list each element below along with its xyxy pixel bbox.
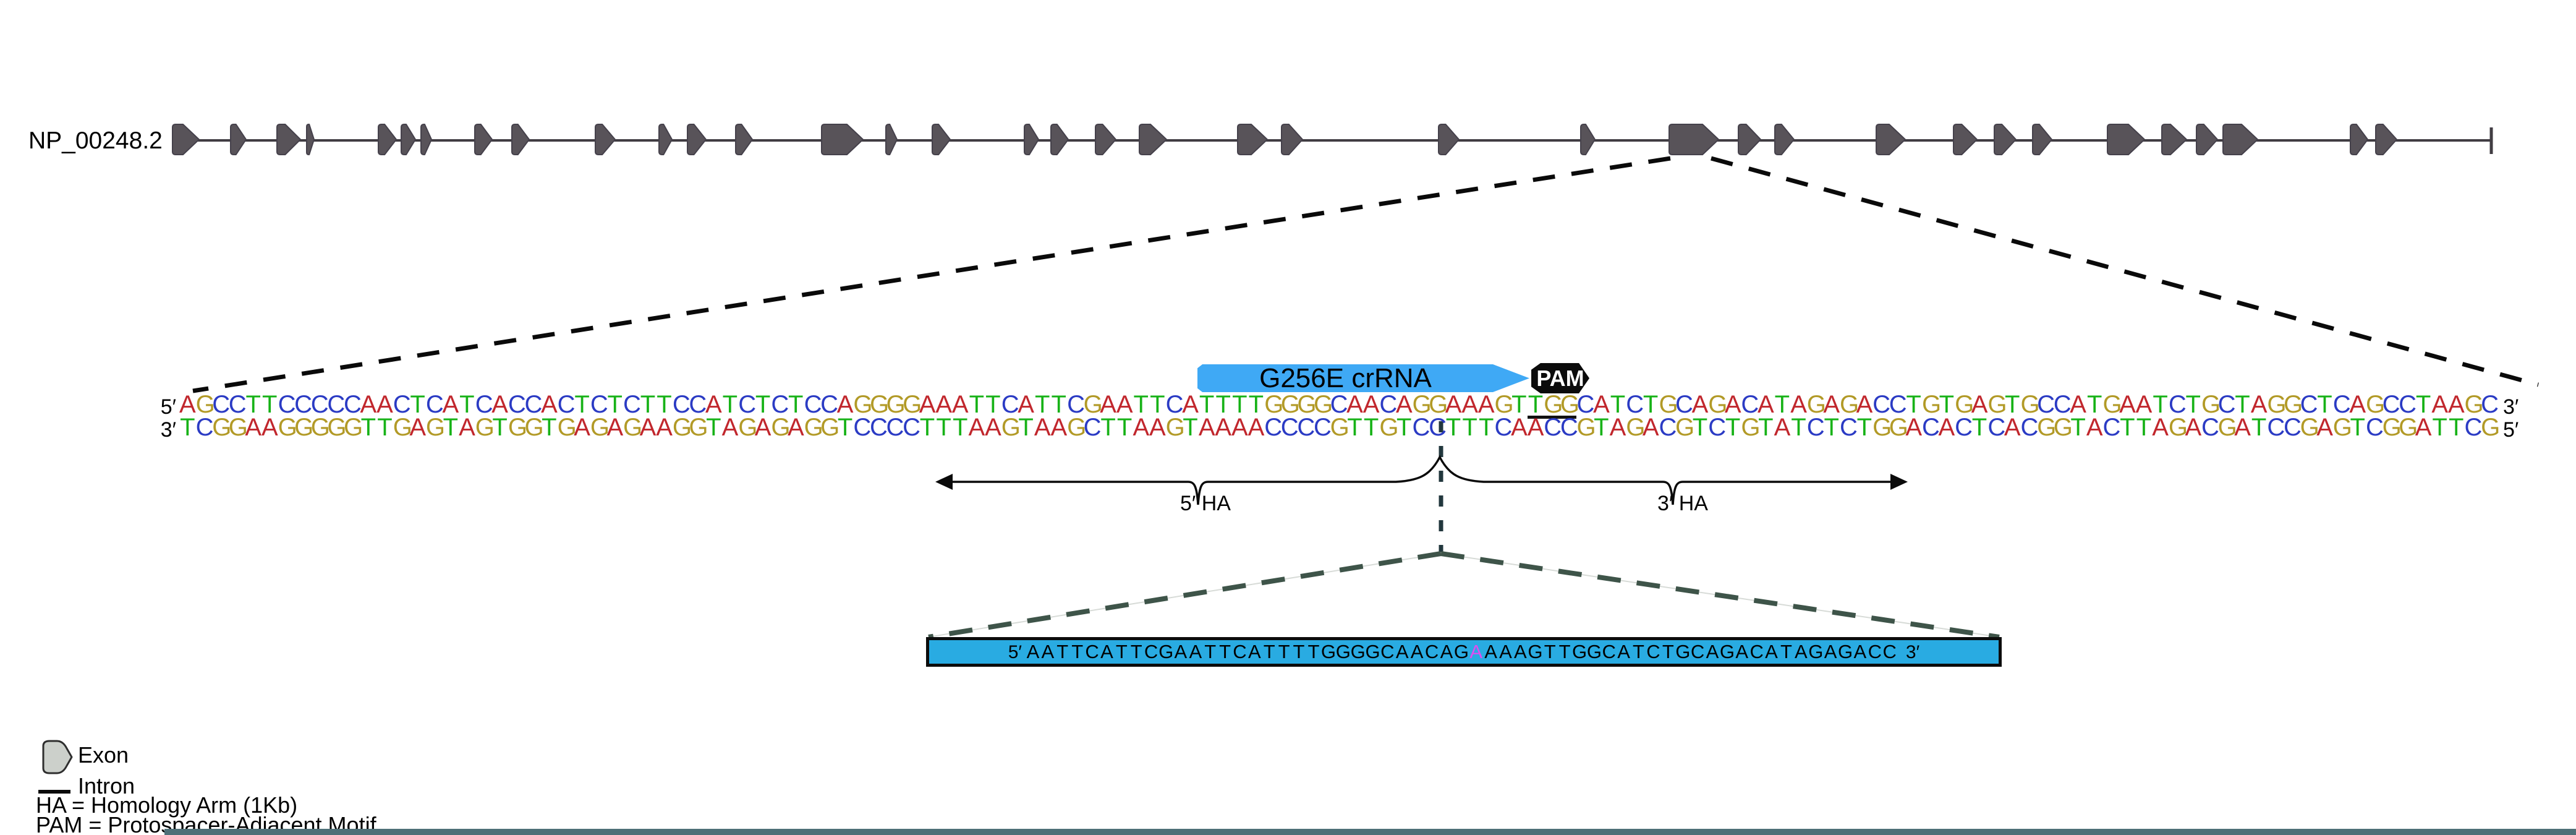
ha-span-arrow	[939, 455, 1904, 505]
top-strand-sequence: AGCCTTCCCCCAACTCATCACCACTCTCTTCCATCTCTCC…	[179, 391, 2499, 419]
exon-shape	[2161, 124, 2187, 155]
gene-model	[172, 124, 2397, 155]
callout-dashed-line-right	[1711, 156, 2539, 387]
exon-shape	[2375, 124, 2397, 155]
fan-dashed-line-left	[928, 551, 1442, 640]
fan-dashed-line-right	[1440, 551, 2000, 640]
exon-shape	[511, 124, 530, 155]
exon-shape	[2196, 124, 2218, 155]
ha-arrowhead-right	[1890, 474, 1908, 490]
legend-intron-icon	[38, 790, 70, 794]
legend-intron-label: Intron	[78, 773, 135, 799]
top-strand-five-prime-label: 5′	[160, 395, 176, 419]
exon-shape	[735, 124, 753, 155]
exon-shape	[1953, 124, 1978, 155]
exon-shape	[1994, 124, 2017, 155]
ha-right-label: 3′ HA	[1657, 492, 1708, 515]
exon-shape	[1774, 124, 1795, 155]
exon-shape	[1738, 124, 1761, 155]
exon-shape	[595, 124, 616, 155]
pam-badge: PAM	[1531, 363, 1589, 393]
top-strand-three-prime-label: 3′	[2503, 395, 2519, 419]
exon-shape	[230, 124, 247, 155]
exon-shape	[885, 124, 898, 155]
pam-badge-label: PAM	[1536, 365, 1584, 391]
bottom-strand-three-prime-label: 3′	[160, 418, 176, 442]
exon-shape	[1050, 124, 1069, 155]
exon-shape	[276, 124, 301, 155]
exon-shape	[1095, 124, 1116, 155]
exon-shape	[1139, 124, 1167, 155]
callout-dashed-line-left	[192, 156, 1671, 393]
gene-name-label: NP_00248.2	[28, 127, 163, 154]
exon-shape	[172, 124, 200, 155]
legend-exon-icon	[42, 740, 73, 774]
exon-shape	[1580, 124, 1596, 155]
exon-shape	[1024, 124, 1039, 155]
ha-arrowhead-left	[935, 474, 953, 490]
bottom-strand-five-prime-label: 5′	[2503, 418, 2519, 442]
bottom-edge-bar	[164, 829, 2576, 835]
exon-shape	[821, 124, 864, 155]
exon-shape	[1438, 124, 1460, 155]
exon-shape	[2222, 124, 2258, 155]
exon-shape	[1237, 124, 1268, 155]
exon-shape	[420, 124, 432, 155]
ha-left-label: 5′ HA	[1180, 492, 1231, 515]
exon-shape	[2032, 124, 2052, 155]
exon-shape	[401, 124, 416, 155]
crrna-arrow: G256E crRNA	[1197, 364, 1529, 392]
exon-shape	[687, 124, 707, 155]
crrna-label: G256E crRNA	[1259, 362, 1432, 393]
exon-shape	[1876, 124, 1906, 155]
legend-ha-definition: HA = Homology Arm (1Kb)	[36, 792, 298, 818]
exon-shape	[2107, 124, 2145, 155]
exon-shape	[932, 124, 951, 155]
exon-shape	[1668, 124, 1719, 155]
exon-shape	[2350, 124, 2368, 155]
exon-shape	[1281, 124, 1303, 155]
legend-exon-label: Exon	[78, 742, 129, 768]
exon-shape	[474, 124, 493, 155]
bottom-strand-sequence: TCGGAAGGGGGTTGAGTAGTGGTGAGAGAAGGTAGAGAGG…	[180, 414, 2501, 441]
exon-shape	[658, 124, 673, 155]
exon-shape	[306, 124, 315, 155]
exon-shape	[378, 124, 397, 155]
